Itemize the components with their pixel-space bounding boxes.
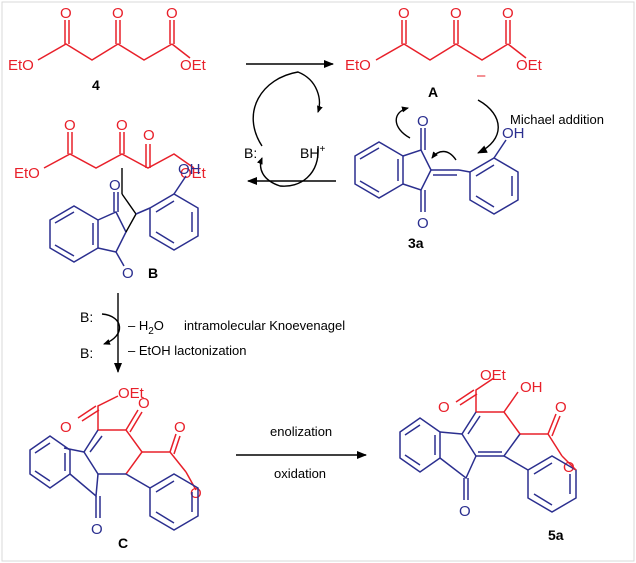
compound-label-b: B xyxy=(148,265,158,281)
atom-o: O xyxy=(91,521,103,538)
step-b-to-c: B: B: – H2O intramolecular Knoevenagel –… xyxy=(80,293,345,373)
carbanion-charge: – xyxy=(477,67,486,84)
atom-o: O xyxy=(555,399,567,416)
atom-o: O xyxy=(502,5,514,22)
arrow-michael xyxy=(477,99,499,154)
atom-eto: EtO xyxy=(8,57,34,74)
atom-o: O xyxy=(60,419,72,436)
step-knoevenagel: intramolecular Knoevenagel xyxy=(184,318,345,333)
atom-o: O xyxy=(563,459,575,476)
atom-o: O xyxy=(450,5,462,22)
atom-o: O xyxy=(60,5,72,22)
atom-oet: OEt xyxy=(118,385,145,402)
compound-b: O O O EtO OEt O O OH B xyxy=(14,117,207,282)
step-michael-addition: Michael addition xyxy=(510,112,604,127)
atom-o: O xyxy=(143,127,155,144)
atom-o: O xyxy=(122,265,134,282)
compound-label-a: A xyxy=(428,84,438,100)
step-oxidation: oxidation xyxy=(274,466,326,481)
atom-oet: OEt xyxy=(516,57,543,74)
atom-o: O xyxy=(138,395,150,412)
atom-o: O xyxy=(398,5,410,22)
atom-o: O xyxy=(459,503,471,520)
atom-o: O xyxy=(417,113,429,130)
atom-o: O xyxy=(109,177,121,194)
atom-o: O xyxy=(417,215,429,232)
compound-a: O O O EtO OEt – A xyxy=(345,5,543,100)
atom-oet: OEt xyxy=(180,57,207,74)
compound-label-4: 4 xyxy=(92,77,100,93)
step-etoh-lactonization: – EtOH lactonization xyxy=(128,343,247,358)
compound-5a: O OEt OH O O O 5a xyxy=(399,367,577,543)
atom-o: O xyxy=(64,117,76,134)
atom-o: O xyxy=(116,117,128,134)
atom-eto: EtO xyxy=(14,165,40,182)
compound-label-3a: 3a xyxy=(408,235,424,251)
atom-oet: OEt xyxy=(180,165,207,182)
atom-o: O xyxy=(112,5,124,22)
step-base-1: B: xyxy=(80,309,93,325)
compound-label-c: C xyxy=(118,535,128,551)
compound-c: O OEt O O O O C xyxy=(29,385,202,551)
step-enolization: enolization xyxy=(270,424,332,439)
compound-label-5a: 5a xyxy=(548,527,564,543)
atom-o: O xyxy=(174,419,186,436)
step-h2o-loss: – H2O xyxy=(128,318,164,337)
cycle-base: B: xyxy=(244,145,257,161)
atom-oh: OH xyxy=(520,379,543,396)
atom-o: O xyxy=(166,5,178,22)
compound-4: O O O EtO OEt 4 xyxy=(8,5,207,93)
atom-o: O xyxy=(190,485,202,502)
atom-oet: OEt xyxy=(480,367,507,384)
atom-oh: OH xyxy=(502,125,525,142)
atom-o: O xyxy=(438,399,450,416)
cycle-acid: BH+ xyxy=(300,144,325,161)
atom-oh: OH xyxy=(178,161,201,178)
compound-3a: O O OH 3a xyxy=(354,106,525,251)
base-cycle: B: BH+ xyxy=(244,71,325,187)
step-base-2: B: xyxy=(80,345,93,361)
atom-eto: EtO xyxy=(345,57,371,74)
